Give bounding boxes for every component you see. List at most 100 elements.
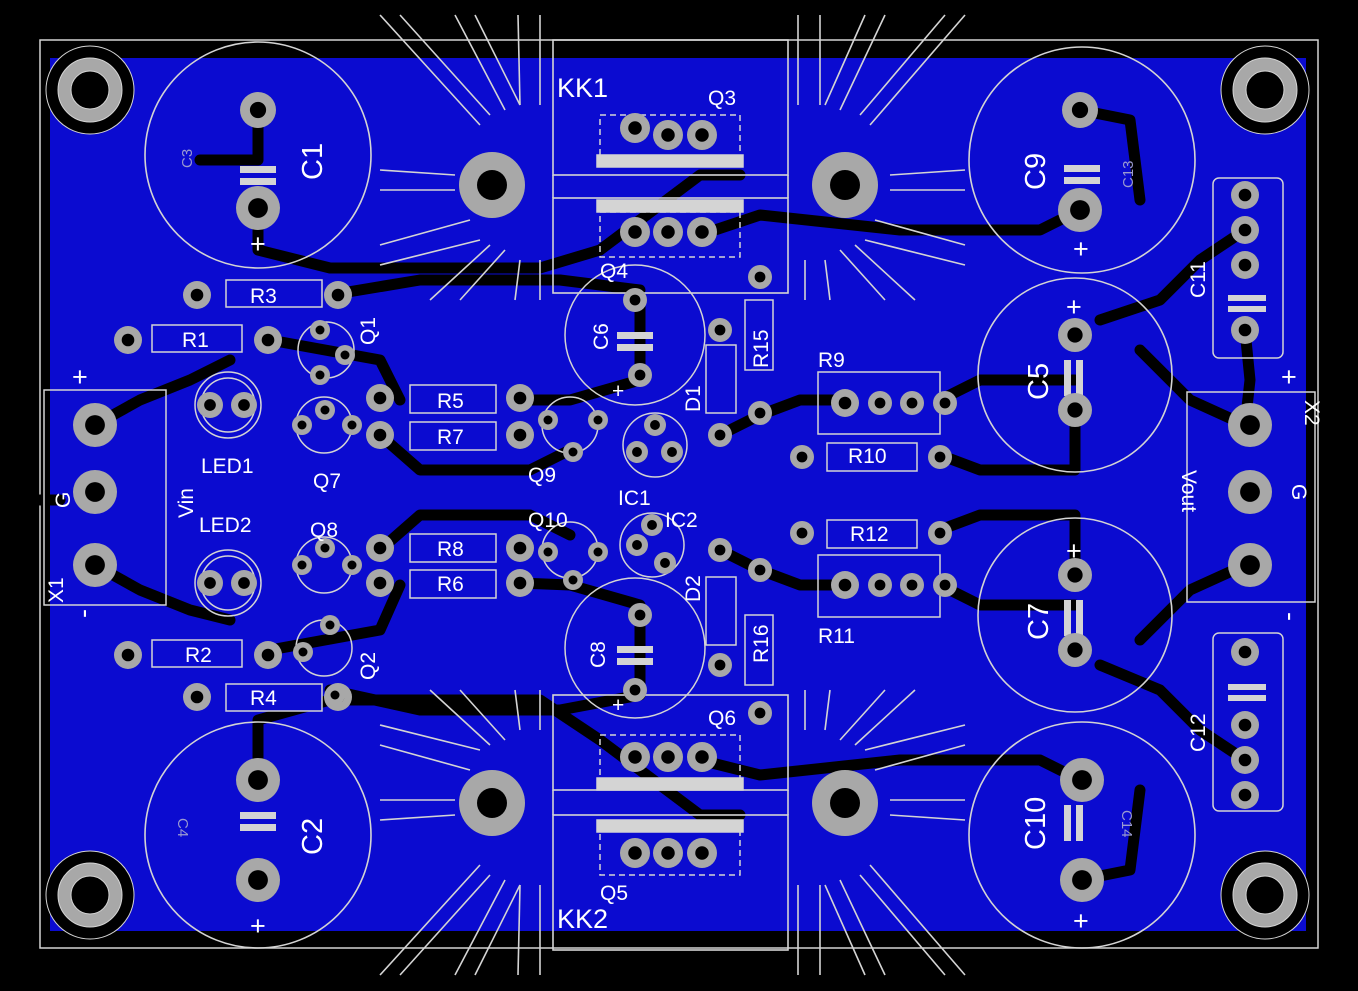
pad-drill (190, 288, 204, 302)
pad-drill (248, 870, 268, 890)
polarity-c5: + (1066, 292, 1082, 322)
pad-drill (661, 225, 675, 239)
pads (73, 92, 1272, 902)
pad-drill (204, 399, 216, 411)
pad-drill (248, 770, 268, 790)
label-kk1: KK1 (557, 73, 608, 103)
pad-drill (593, 415, 603, 425)
pad-drill (340, 350, 350, 360)
pad-drill (238, 399, 250, 411)
mounting-holes (45, 45, 1310, 940)
pad-drill (568, 575, 578, 585)
label-r10: R10 (848, 445, 887, 468)
label-c13: C13 (1120, 160, 1137, 188)
label-q8: Q8 (310, 519, 338, 542)
label-led2: LED2 (199, 514, 252, 537)
pad-drill (513, 576, 527, 590)
small-cap-symbols (240, 165, 1266, 841)
pad-drill (1238, 223, 1252, 237)
pad-drill (331, 288, 345, 302)
pad-drill (661, 846, 675, 860)
polarity-c7: + (1066, 536, 1082, 566)
pad-drill (315, 325, 325, 335)
label-c4: C4 (174, 818, 191, 837)
pad-drill (796, 527, 808, 539)
pad-drill (695, 846, 709, 860)
pad-drill (906, 579, 918, 591)
label-vout: Vout (1177, 470, 1200, 512)
pad-drill (695, 750, 709, 764)
labels: KK1 KK2 R3 R1 R5 R7 R8 R6 R2 R4 R9 R10 R… (45, 73, 1323, 941)
label-x2-plus: + (1281, 362, 1297, 392)
pad-drill (874, 397, 886, 409)
heatsink-screws (459, 152, 878, 836)
label-r6: R6 (437, 573, 464, 596)
pad-drill (297, 560, 307, 570)
pad-drill (628, 750, 642, 764)
label-c10: C10 (1020, 797, 1052, 850)
label-x1-plus: + (72, 362, 88, 392)
pad-drill (714, 544, 726, 556)
pad-drill (190, 690, 204, 704)
label-r16: R16 (750, 624, 773, 663)
label-c1: C1 (297, 143, 329, 180)
pad-drill (934, 527, 946, 539)
label-q1: Q1 (357, 317, 380, 345)
pad-drill (1238, 188, 1252, 202)
pad-drill (628, 225, 642, 239)
pad-drill (1238, 753, 1252, 767)
pad-drill (754, 271, 766, 283)
pad-drill (667, 447, 677, 457)
pad-drill (373, 391, 387, 405)
label-r9: R9 (818, 349, 845, 372)
pad-drill (1240, 482, 1260, 502)
label-q3: Q3 (708, 87, 736, 110)
pad-drill (628, 121, 642, 135)
label-ic1: IC1 (618, 487, 651, 510)
pad-drill (238, 577, 250, 589)
label-c7: C7 (1023, 603, 1055, 640)
label-q7: Q7 (313, 470, 341, 493)
pad-drill (754, 407, 766, 419)
pad-drill (650, 420, 660, 430)
label-c5: C5 (1023, 363, 1055, 400)
pad-drill (1240, 555, 1260, 575)
pad-drill (629, 684, 641, 696)
polarity-c9: + (1073, 234, 1089, 264)
pad-drill (85, 482, 105, 502)
label-r11: R11 (818, 625, 855, 648)
pad-drill (628, 846, 642, 860)
pad-drill (796, 451, 808, 463)
label-c9: C9 (1020, 153, 1052, 190)
label-r15: R15 (750, 329, 773, 368)
pad-drill (634, 369, 646, 381)
pad-drill (330, 690, 340, 700)
pad-drill (320, 405, 330, 415)
label-q9: Q9 (528, 464, 556, 487)
polarity-c10: + (1073, 906, 1089, 936)
label-r5: R5 (437, 390, 464, 413)
pad-drill (1238, 788, 1252, 802)
pad-drill (1238, 645, 1252, 659)
pad-drill (754, 564, 766, 576)
pad-drill (660, 558, 670, 568)
power-transistors (596, 114, 744, 876)
pad-drill (754, 707, 766, 719)
pad-drill (874, 579, 886, 591)
label-q2: Q2 (357, 652, 380, 680)
pad-drill (513, 391, 527, 405)
pad-drill (121, 333, 135, 347)
pad-drill (695, 128, 709, 142)
pad-drill (325, 620, 335, 630)
pad-drill (714, 659, 726, 671)
label-q5: Q5 (600, 882, 628, 905)
heatsinks (379, 14, 966, 976)
pad-drill (298, 647, 308, 657)
pad-drill (634, 609, 646, 621)
pad-drill (593, 547, 603, 557)
pad-drill (1238, 323, 1252, 337)
pad-drill (934, 451, 946, 463)
pad-drill (1071, 101, 1089, 119)
label-r8: R8 (437, 538, 464, 561)
